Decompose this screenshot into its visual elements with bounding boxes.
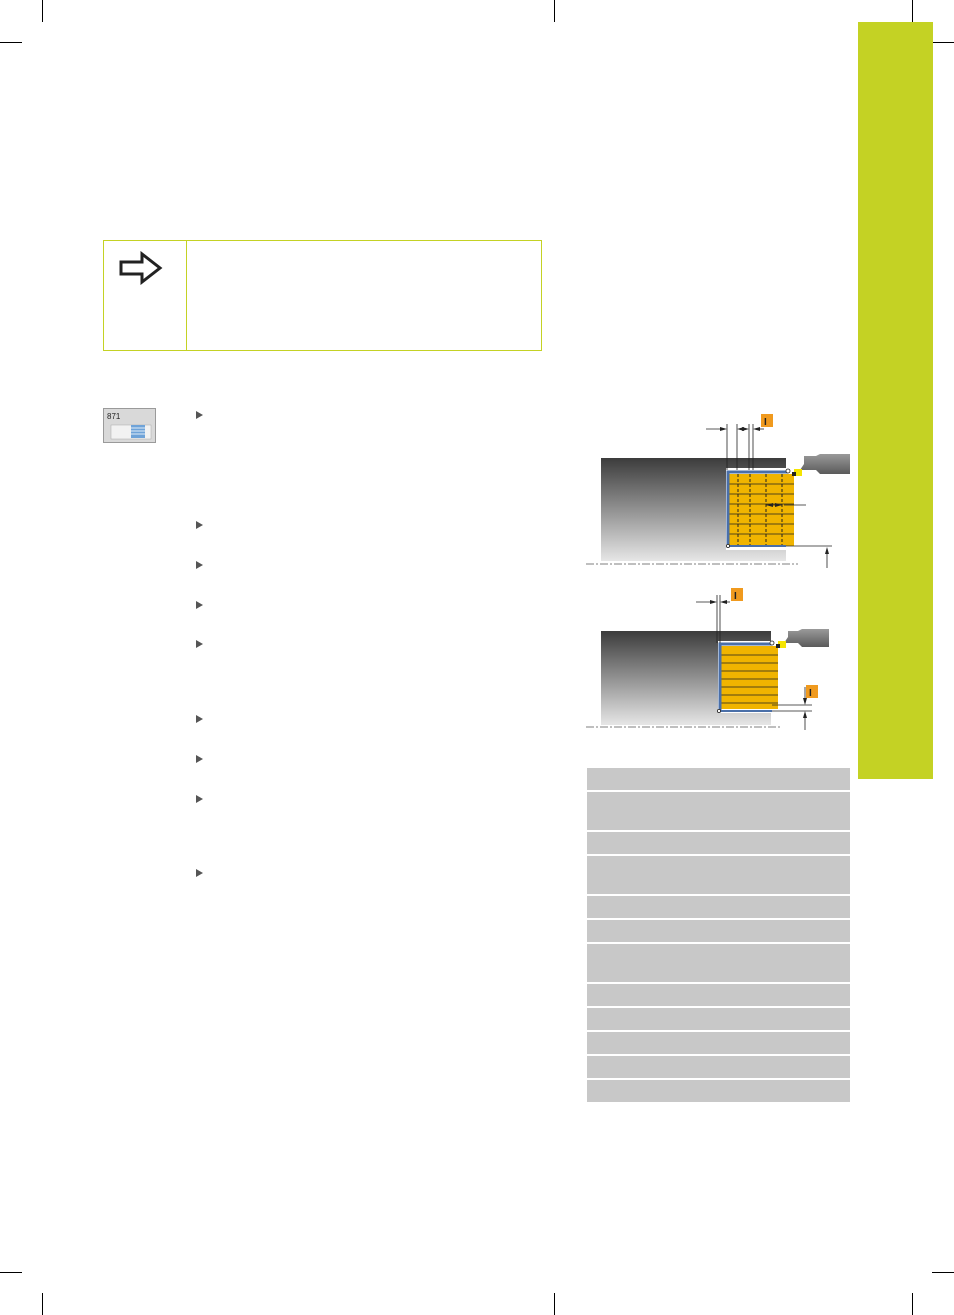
material-to-remove: [721, 646, 778, 709]
table-row: [587, 792, 850, 832]
crop-mark: [42, 1293, 43, 1315]
crop-mark: [0, 42, 22, 43]
table-row: [587, 1080, 850, 1102]
turning-tool: [784, 629, 829, 647]
crop-mark: [932, 42, 954, 43]
crop-mark: [554, 1293, 555, 1315]
bullet-icon: [196, 561, 203, 569]
parameter-table: [587, 768, 850, 1102]
bullet-icon: [196, 869, 203, 877]
crop-mark: [932, 1272, 954, 1273]
cycle-number: 871: [107, 412, 121, 421]
chapter-side-tab: [858, 22, 933, 779]
table-row: [587, 1056, 850, 1080]
table-row: [587, 920, 850, 944]
finished-contour: [726, 470, 788, 546]
bullet-icon: [196, 411, 203, 419]
table-row: [587, 984, 850, 1008]
crop-mark: [912, 0, 913, 22]
bullet-icon: [196, 521, 203, 529]
crop-mark: [554, 0, 555, 22]
recessing-diagram-bottom: I I: [586, 588, 829, 730]
table-row: [587, 1008, 850, 1032]
bullet-icon: [196, 601, 203, 609]
dimension-marker-label: I: [809, 688, 812, 699]
dimension-marker-label: I: [764, 417, 767, 428]
table-row: [587, 832, 850, 856]
dimension-marker: [731, 588, 743, 601]
note-divider: [186, 241, 187, 350]
arrow-right-icon: [118, 250, 164, 290]
dimension-marker: [761, 414, 773, 427]
note-box: [103, 240, 542, 351]
table-row: [587, 944, 850, 984]
table-row: [587, 896, 850, 920]
table-row: [587, 1032, 850, 1056]
bullet-icon: [196, 715, 203, 723]
dimension-marker: [806, 685, 818, 698]
recessing-diagram-top: I: [586, 414, 850, 568]
turning-tool: [800, 454, 850, 474]
bullet-icon: [196, 795, 203, 803]
bullet-icon: [196, 755, 203, 763]
crop-mark: [42, 0, 43, 22]
finished-contour: [718, 642, 772, 711]
cycle-871-softkey-icon[interactable]: 871: [103, 408, 156, 443]
crop-mark: [912, 1293, 913, 1315]
bullet-icon: [196, 640, 203, 648]
dimension-marker-label: I: [734, 591, 737, 602]
table-row: [587, 856, 850, 896]
crop-mark: [0, 1272, 22, 1273]
table-row: [587, 768, 850, 792]
